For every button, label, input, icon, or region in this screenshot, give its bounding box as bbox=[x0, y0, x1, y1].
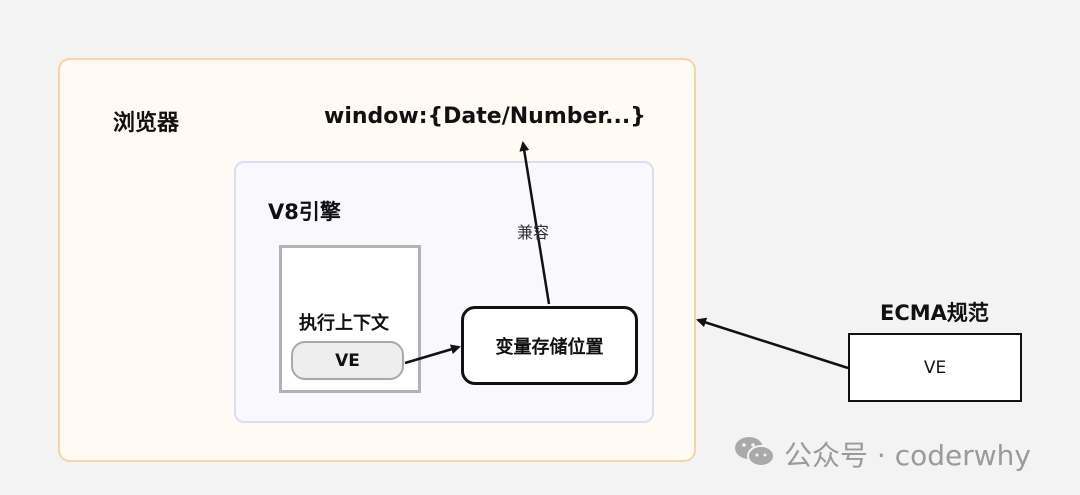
ve-inner-label: VE bbox=[335, 350, 360, 371]
compat-label: 兼容 bbox=[517, 223, 550, 242]
arrow-storage-to-window bbox=[519, 141, 551, 305]
watermark-text: 公众号 · coderwhy bbox=[784, 439, 1031, 472]
variable-storage-label: 变量存储位置 bbox=[495, 336, 604, 358]
ve-inner-pill bbox=[291, 341, 404, 380]
ecma-ve-box bbox=[848, 333, 1022, 402]
ecma-spec-label: ECMA规范 bbox=[880, 301, 989, 325]
browser-label: 浏览器 bbox=[113, 111, 180, 136]
arrow-ecma-to-browser bbox=[696, 317, 849, 370]
variable-storage-box bbox=[461, 306, 638, 385]
execution-context-label: 执行上下文 bbox=[299, 313, 389, 334]
arrow-ve-to-storage bbox=[404, 344, 461, 365]
wechat-icon bbox=[735, 437, 775, 467]
v8-engine-label: V8引擎 bbox=[268, 200, 341, 224]
ve-outer-label: VE bbox=[923, 357, 947, 378]
window-object-label: window:{Date/Number...} bbox=[324, 104, 646, 129]
